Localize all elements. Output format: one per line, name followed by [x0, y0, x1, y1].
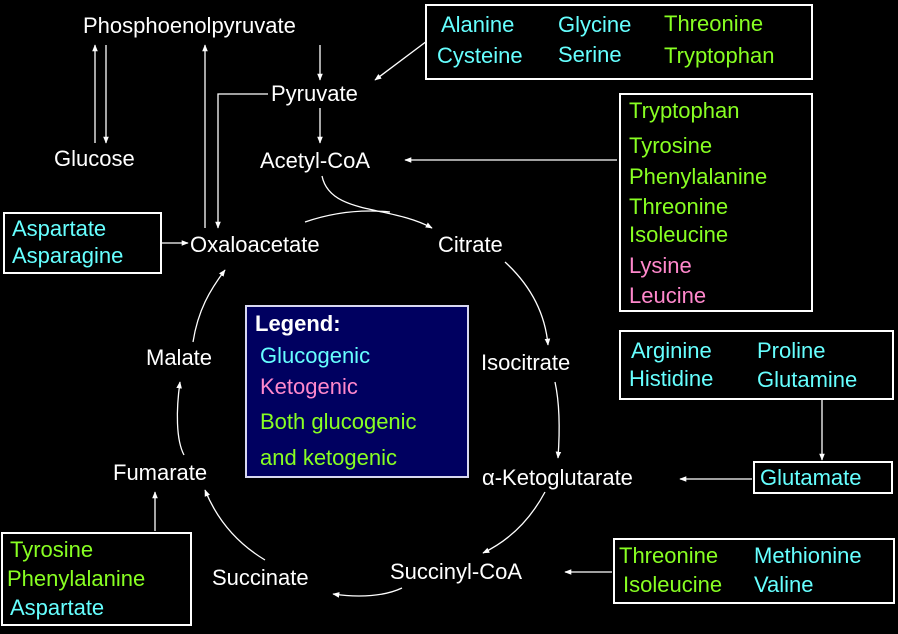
metabolite-fumarate: Fumarate: [113, 460, 208, 485]
arrow-succinate-to-fumarate: [204, 489, 266, 561]
amino-acid-label: Tryptophan: [629, 98, 740, 123]
amino-acid-label: Tryptophan: [664, 43, 775, 68]
amino-acid-label: Phenylalanine: [7, 566, 146, 591]
metabolite-succinate: Succinate: [212, 565, 309, 590]
amino-acid-label: Glutamate: [760, 465, 862, 490]
amino-acid-box-glutamate: Glutamate: [753, 461, 893, 494]
amino-acid-label: Histidine: [629, 366, 714, 391]
amino-acid-label: Threonine: [664, 11, 764, 36]
arrow-fumarate-to-malate: [176, 381, 185, 456]
metabolite-akg: α-Ketoglutarate: [482, 465, 633, 490]
amino-acid-label: Glutamine: [757, 367, 858, 392]
legend-ketogenic: Ketogenic: [260, 374, 358, 399]
amino-acid-label: Tyrosine: [10, 537, 94, 562]
amino-acid-label: Alanine: [441, 12, 515, 37]
amino-acid-label: Arginine: [631, 338, 712, 363]
amino-acid-box-succinyl-coa: Threonine Isoleucine Methionine Valine: [613, 538, 895, 604]
legend-box: Legend: Glucogenic Ketogenic Both glucog…: [245, 305, 469, 478]
amino-acid-label: Serine: [558, 42, 622, 67]
amino-acid-box-glutamate-sources: Arginine Histidine Proline Glutamine: [619, 330, 894, 400]
amino-acid-box-oxaloacetate: Aspartate Asparagine: [3, 212, 162, 274]
amino-acid-label: Phenylalanine: [629, 164, 768, 189]
amino-acid-label: Isoleucine: [623, 572, 723, 597]
arrow-citrate-to-isocitrate: [504, 261, 551, 346]
amino-acid-box-pyruvate: Alanine Cysteine Glycine Serine Threonin…: [425, 4, 813, 80]
metabolite-citrate: Citrate: [438, 232, 503, 257]
arrow-akg-to-succinylcoa: [482, 491, 546, 554]
amino-acid-label: Methionine: [754, 543, 862, 568]
metabolite-malate: Malate: [146, 345, 213, 370]
amino-acid-label: Aspartate: [10, 595, 105, 620]
legend-glucogenic: Glucogenic: [260, 343, 371, 368]
metabolite-pyruvate: Pyruvate: [271, 81, 358, 106]
metabolite-oxaloacetate: Oxaloacetate: [190, 232, 320, 257]
legend-both-line1: Both glucogenic: [260, 409, 417, 434]
metabolite-succinyl-coa: Succinyl-CoA: [390, 559, 523, 584]
amino-acid-label: Isoleucine: [629, 222, 729, 247]
amino-acid-label: Lysine: [629, 253, 692, 278]
arrow-malate-to-oxaloacetate: [192, 269, 226, 343]
amino-acid-label: Glycine: [558, 12, 632, 37]
arrow-acetylcoa-to-citrate: [321, 175, 433, 229]
legend-both-line2: and ketogenic: [260, 445, 397, 470]
amino-acid-label: Threonine: [629, 194, 729, 219]
amino-acid-label: Proline: [757, 338, 826, 363]
amino-acid-box-fumarate: Tyrosine Phenylalanine Aspartate: [1, 532, 192, 626]
arrow-isocitrate-to-akg: [554, 381, 562, 459]
arrow-succinylcoa-to-succinate: [332, 587, 403, 598]
amino-acid-label: Valine: [754, 572, 814, 597]
amino-acid-label: Threonine: [619, 543, 719, 568]
arrow-pyruvate-to-oxaloacetate: [215, 93, 268, 229]
arrow-oxaloacetate-join: [304, 210, 391, 223]
amino-acid-label: Cysteine: [437, 43, 523, 68]
amino-acid-box-acetyl-coa: Tryptophan Tyrosine Phenylalanine Threon…: [619, 93, 813, 312]
metabolite-pep: Phosphoenolpyruvate: [83, 13, 296, 38]
amino-acid-label: Leucine: [629, 283, 707, 308]
metabolite-isocitrate: Isocitrate: [481, 350, 571, 375]
metabolite-acetyl-coa: Acetyl-CoA: [260, 148, 371, 173]
metabolite-glucose: Glucose: [54, 146, 135, 171]
amino-acid-label: Tyrosine: [629, 133, 713, 158]
amino-acid-label: Aspartate: [12, 216, 107, 241]
legend-title: Legend:: [255, 311, 341, 336]
arrow-aabox-to-pyruvate: [374, 40, 428, 81]
amino-acid-label: Asparagine: [12, 243, 124, 268]
